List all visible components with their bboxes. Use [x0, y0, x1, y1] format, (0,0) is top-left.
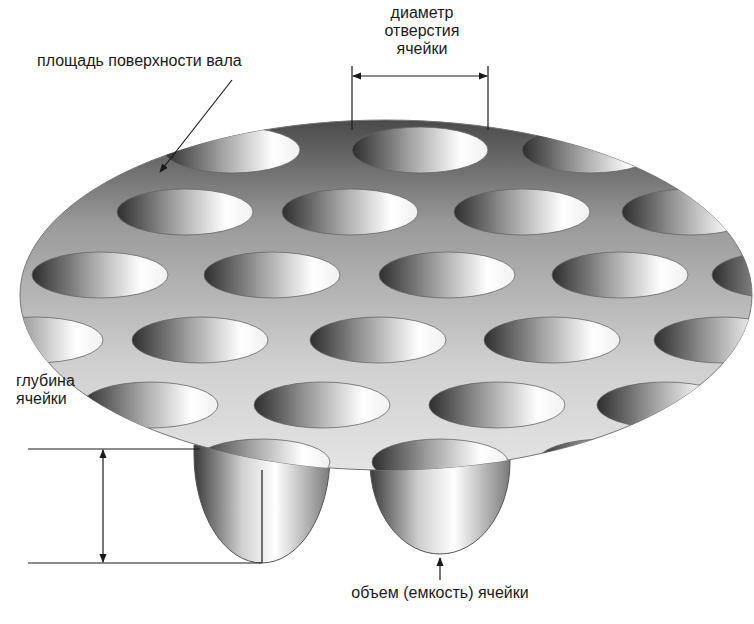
- label-text: глубина ячейки: [16, 372, 96, 408]
- roller-surface: [20, 120, 752, 470]
- dimension-tick: [28, 562, 262, 563]
- cell-opening: [522, 127, 658, 173]
- label-text: объем (емкость) ячейки: [300, 584, 580, 602]
- cell-opening: [429, 382, 565, 428]
- leader-line: [160, 80, 232, 172]
- cell-opening: [597, 382, 733, 428]
- cell-opening: [372, 439, 508, 485]
- cell-opening: [537, 439, 673, 485]
- cell-opening: [32, 252, 168, 298]
- cell-opening: [552, 252, 688, 298]
- leader-line: [439, 558, 440, 580]
- cell-opening: [352, 127, 488, 173]
- cell-opening: [254, 382, 390, 428]
- cell-opening: [132, 317, 268, 363]
- cell-opening: [712, 252, 754, 298]
- dimension-arrow: [102, 450, 103, 562]
- cell-opening: [484, 317, 620, 363]
- dimension-tick: [487, 66, 488, 130]
- cutaway-edge: [261, 470, 263, 563]
- dimension-tick: [28, 448, 200, 449]
- cell-opening: [204, 252, 340, 298]
- cell-opening: [82, 382, 218, 428]
- cell-opening: [454, 189, 590, 235]
- dimension-arrow: [353, 75, 487, 76]
- cell-opening: [117, 189, 253, 235]
- dimension-tick: [351, 66, 352, 130]
- cell-opening: [654, 317, 754, 363]
- cell-opening: [310, 317, 446, 363]
- cell-opening: [379, 252, 515, 298]
- cell-opening: [164, 127, 300, 173]
- cell-opening: [282, 189, 418, 235]
- cell-opening: [194, 439, 330, 485]
- cell-opening: [622, 189, 754, 235]
- cell-opening: [0, 317, 103, 363]
- label-text: площадь поверхности вала: [37, 52, 297, 70]
- label-text: диаметр отверстия ячейки: [372, 4, 472, 58]
